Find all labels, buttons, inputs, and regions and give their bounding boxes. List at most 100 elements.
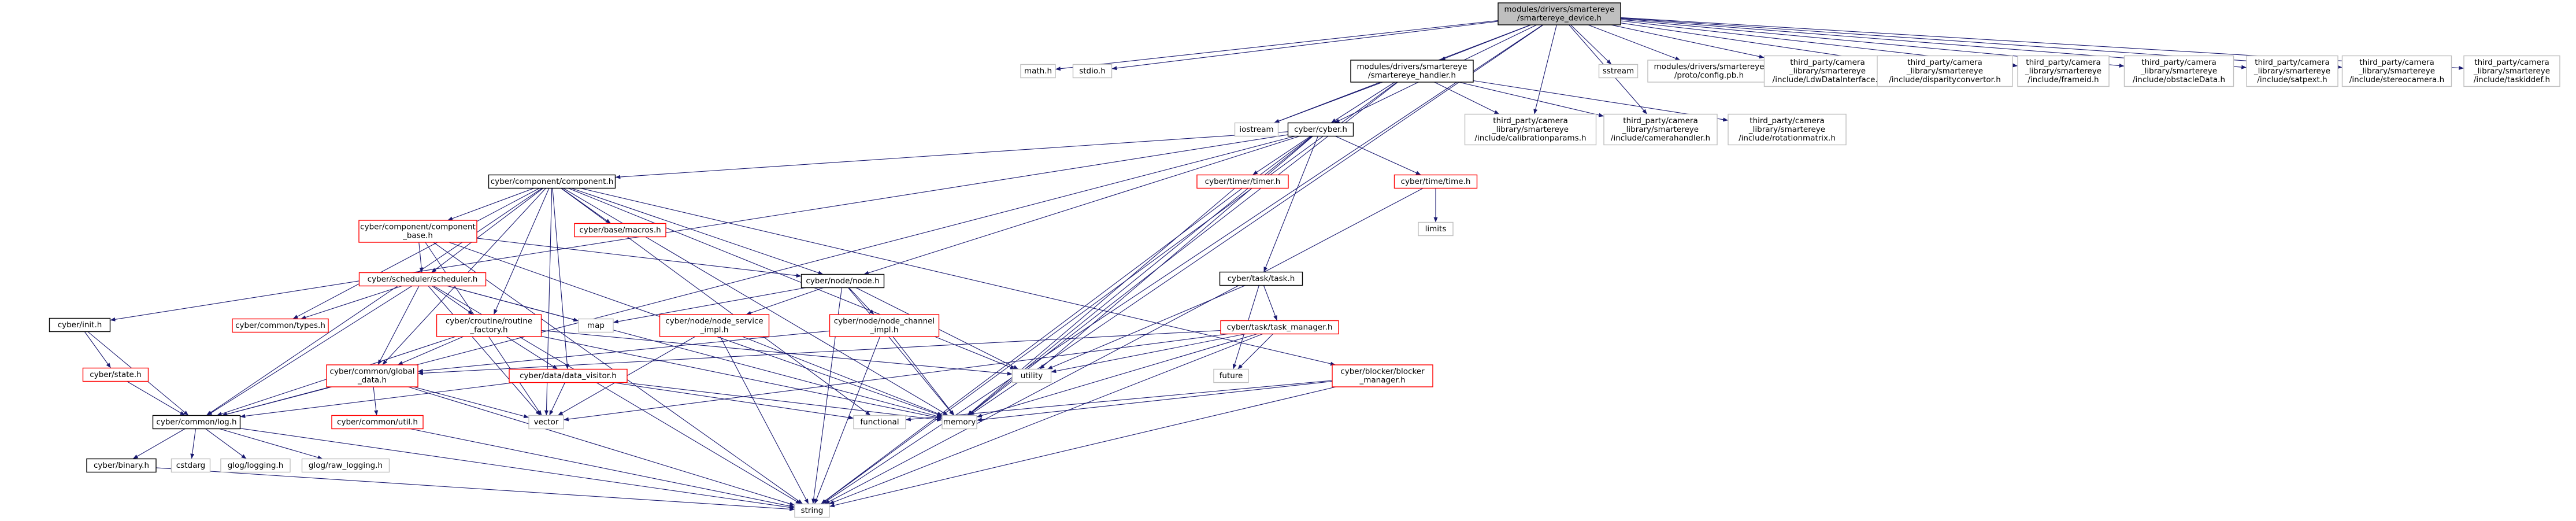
node-taskmgr[interactable]: cyber/task/task_manager.h (1220, 320, 1339, 335)
node-handler[interactable]: modules/drivers/smartereye/smartereye_ha… (1350, 60, 1474, 83)
edge-taskmgr-to-string (829, 333, 1263, 505)
edge-routine-to-memory (541, 336, 943, 420)
node-label-iostream-line-0: iostream (1239, 125, 1273, 134)
node-vector[interactable]: vector (528, 415, 564, 430)
edge-log-to-string (240, 428, 795, 509)
node-label-handler-line-1: /smartereye_handler.h (1368, 71, 1456, 80)
node-tp_obst[interactable]: third_party/camera_library/smartereye/in… (2123, 55, 2234, 87)
node-functional[interactable]: functional (853, 415, 906, 430)
node-label-taskmgr-line-0: cyber/task/task_manager.h (1227, 323, 1333, 332)
edge-nodech-to-string (814, 336, 881, 504)
node-box-node (800, 274, 885, 289)
node-tp_camh[interactable]: third_party/camera_library/smartereye/in… (1603, 113, 1718, 146)
node-cstdarg[interactable]: cstdarg (171, 458, 211, 473)
edge-node-to-map (613, 287, 806, 324)
node-timer[interactable]: cyber/timer/timer.h (1196, 174, 1289, 189)
node-blocker[interactable]: cyber/blocker/blocker_manager.h (1332, 364, 1433, 387)
node-limits[interactable]: limits (1418, 221, 1454, 237)
node-box-compbase (358, 220, 477, 243)
node-box-binary (86, 458, 157, 473)
node-box-nodech (829, 314, 940, 337)
node-label-node-line-0: cyber/node/node.h (806, 276, 879, 286)
node-glograw[interactable]: glog/raw_logging.h (301, 458, 390, 473)
node-nodech[interactable]: cyber/node/node_channel_impl.h (829, 314, 940, 337)
node-tp_rot[interactable]: third_party/camera_library/smartereye/in… (1728, 113, 1847, 146)
node-box-memory (942, 415, 977, 430)
node-visitor[interactable]: cyber/data/data_visitor.h (509, 368, 628, 383)
node-map[interactable]: map (578, 318, 614, 333)
edge-log-to-cstdarg (190, 428, 197, 459)
node-sstream[interactable]: sstream (1598, 64, 1639, 79)
edge-visitor-to-functional (613, 382, 854, 420)
edge-log-to-glograw (219, 428, 323, 460)
node-label-compbase-line-0: cyber/component/component (360, 223, 476, 232)
node-init[interactable]: cyber/init.h (49, 317, 111, 332)
node-box-globaldata (326, 364, 418, 387)
node-globaldata[interactable]: cyber/common/global_data.h (326, 364, 418, 387)
node-future[interactable]: future (1213, 368, 1249, 383)
node-glog[interactable]: glog/logging.h (220, 458, 291, 473)
edge-cyber-to-init (110, 134, 1288, 322)
node-label-sstream-line-0: sstream (1603, 66, 1634, 76)
node-label-log-line-0: cyber/common/log.h (156, 417, 236, 427)
node-label-macros-line-0: cyber/base/macros.h (579, 226, 661, 235)
node-box-future (1213, 368, 1249, 383)
node-log[interactable]: cyber/common/log.h (152, 415, 241, 430)
node-node[interactable]: cyber/node/node.h (800, 274, 885, 289)
node-scheduler[interactable]: cyber/scheduler/scheduler.h (358, 272, 487, 287)
node-nodesvc[interactable]: cyber/node/node_service_impl.h (659, 314, 770, 337)
node-label-vector-line-0: vector (534, 417, 559, 427)
edge-handler-to-tp_rot (1473, 80, 1729, 122)
node-memory[interactable]: memory (942, 415, 977, 430)
edge-visitor-to-vector (549, 382, 565, 416)
node-state[interactable]: cyber/state.h (82, 367, 149, 382)
node-ctypes[interactable]: cyber/common/types.h (232, 318, 329, 333)
edge-globaldata-to-cutil (373, 386, 379, 416)
node-tp_sat[interactable]: third_party/camera_library/smartereye/in… (2246, 55, 2338, 87)
edge-taskmgr-to-vector (563, 333, 1229, 422)
node-math[interactable]: math.h (1020, 64, 1056, 79)
edge-scheduler-to-log (206, 286, 413, 416)
node-time[interactable]: cyber/time/time.h (1393, 174, 1478, 189)
node-label-tp_sat-line-1: _library/smartereye (2253, 66, 2330, 76)
node-compbase[interactable]: cyber/component/component_base.h (358, 220, 477, 243)
edge-component-to-blocker (580, 187, 1336, 366)
edge-timer-to-memory (967, 188, 1235, 416)
node-label-nodesvc-line-0: cyber/node/node_service (665, 317, 763, 326)
node-root[interactable]: modules/drivers/smartereye/smartereye_de… (1498, 2, 1621, 25)
edge-globaldata-to-vector (413, 386, 529, 419)
node-string[interactable]: string (794, 503, 830, 518)
node-tp_calib[interactable]: third_party/camera_library/smartereye/in… (1464, 113, 1597, 146)
node-cyber[interactable]: cyber/cyber.h (1287, 122, 1354, 137)
node-routine[interactable]: cyber/croutine/routine_factory.h (436, 314, 542, 337)
node-stdio[interactable]: stdio.h (1072, 64, 1113, 79)
node-tp_task[interactable]: third_party/camera_library/smartereye/in… (2463, 55, 2560, 87)
node-box-tp_obst (2123, 55, 2234, 87)
edge-handler-to-cyber (1330, 82, 1395, 123)
node-label-handler-line-0: modules/drivers/smartereye (1357, 62, 1467, 72)
edge-root-to-string (821, 24, 1543, 504)
node-macros[interactable]: cyber/base/macros.h (574, 223, 666, 238)
node-label-glog-line-0: glog/logging.h (228, 461, 284, 470)
node-label-tp_ldw-line-2: /include/LdwDataInterface.h (1773, 75, 1883, 84)
node-tp_ldw[interactable]: third_party/camera_library/smartereye/in… (1763, 55, 1892, 87)
node-component[interactable]: cyber/component/component.h (488, 174, 616, 189)
edge-nodech-to-globaldata (417, 330, 830, 373)
node-cutil[interactable]: cyber/common/util.h (331, 415, 424, 430)
node-tp_stereo[interactable]: third_party/camera_library/smartereye/in… (2341, 55, 2452, 87)
node-configpb[interactable]: modules/drivers/smartereye/proto/config.… (1647, 60, 1771, 83)
node-tp_frame[interactable]: third_party/camera_library/smartereye/in… (2017, 55, 2110, 87)
node-utility[interactable]: utility (1011, 368, 1052, 383)
node-tasktask[interactable]: cyber/task/task.h (1219, 271, 1303, 286)
edge-blocker-to-functional (905, 380, 1333, 422)
node-iostream[interactable]: iostream (1234, 122, 1279, 137)
node-box-root (1498, 2, 1621, 25)
node-binary[interactable]: cyber/binary.h (86, 458, 157, 473)
node-label-configpb-line-1: /proto/config.pb.h (1674, 71, 1744, 80)
node-label-glograw-line-0: glog/raw_logging.h (309, 461, 383, 470)
node-label-cyber-line-0: cyber/cyber.h (1294, 125, 1347, 134)
edge-time-to-string (824, 188, 1424, 504)
node-tp_disp[interactable]: third_party/camera_library/smartereye/in… (1877, 55, 2013, 87)
node-box-tp_sat (2246, 55, 2338, 87)
node-label-scheduler-line-0: cyber/scheduler/scheduler.h (368, 275, 478, 284)
